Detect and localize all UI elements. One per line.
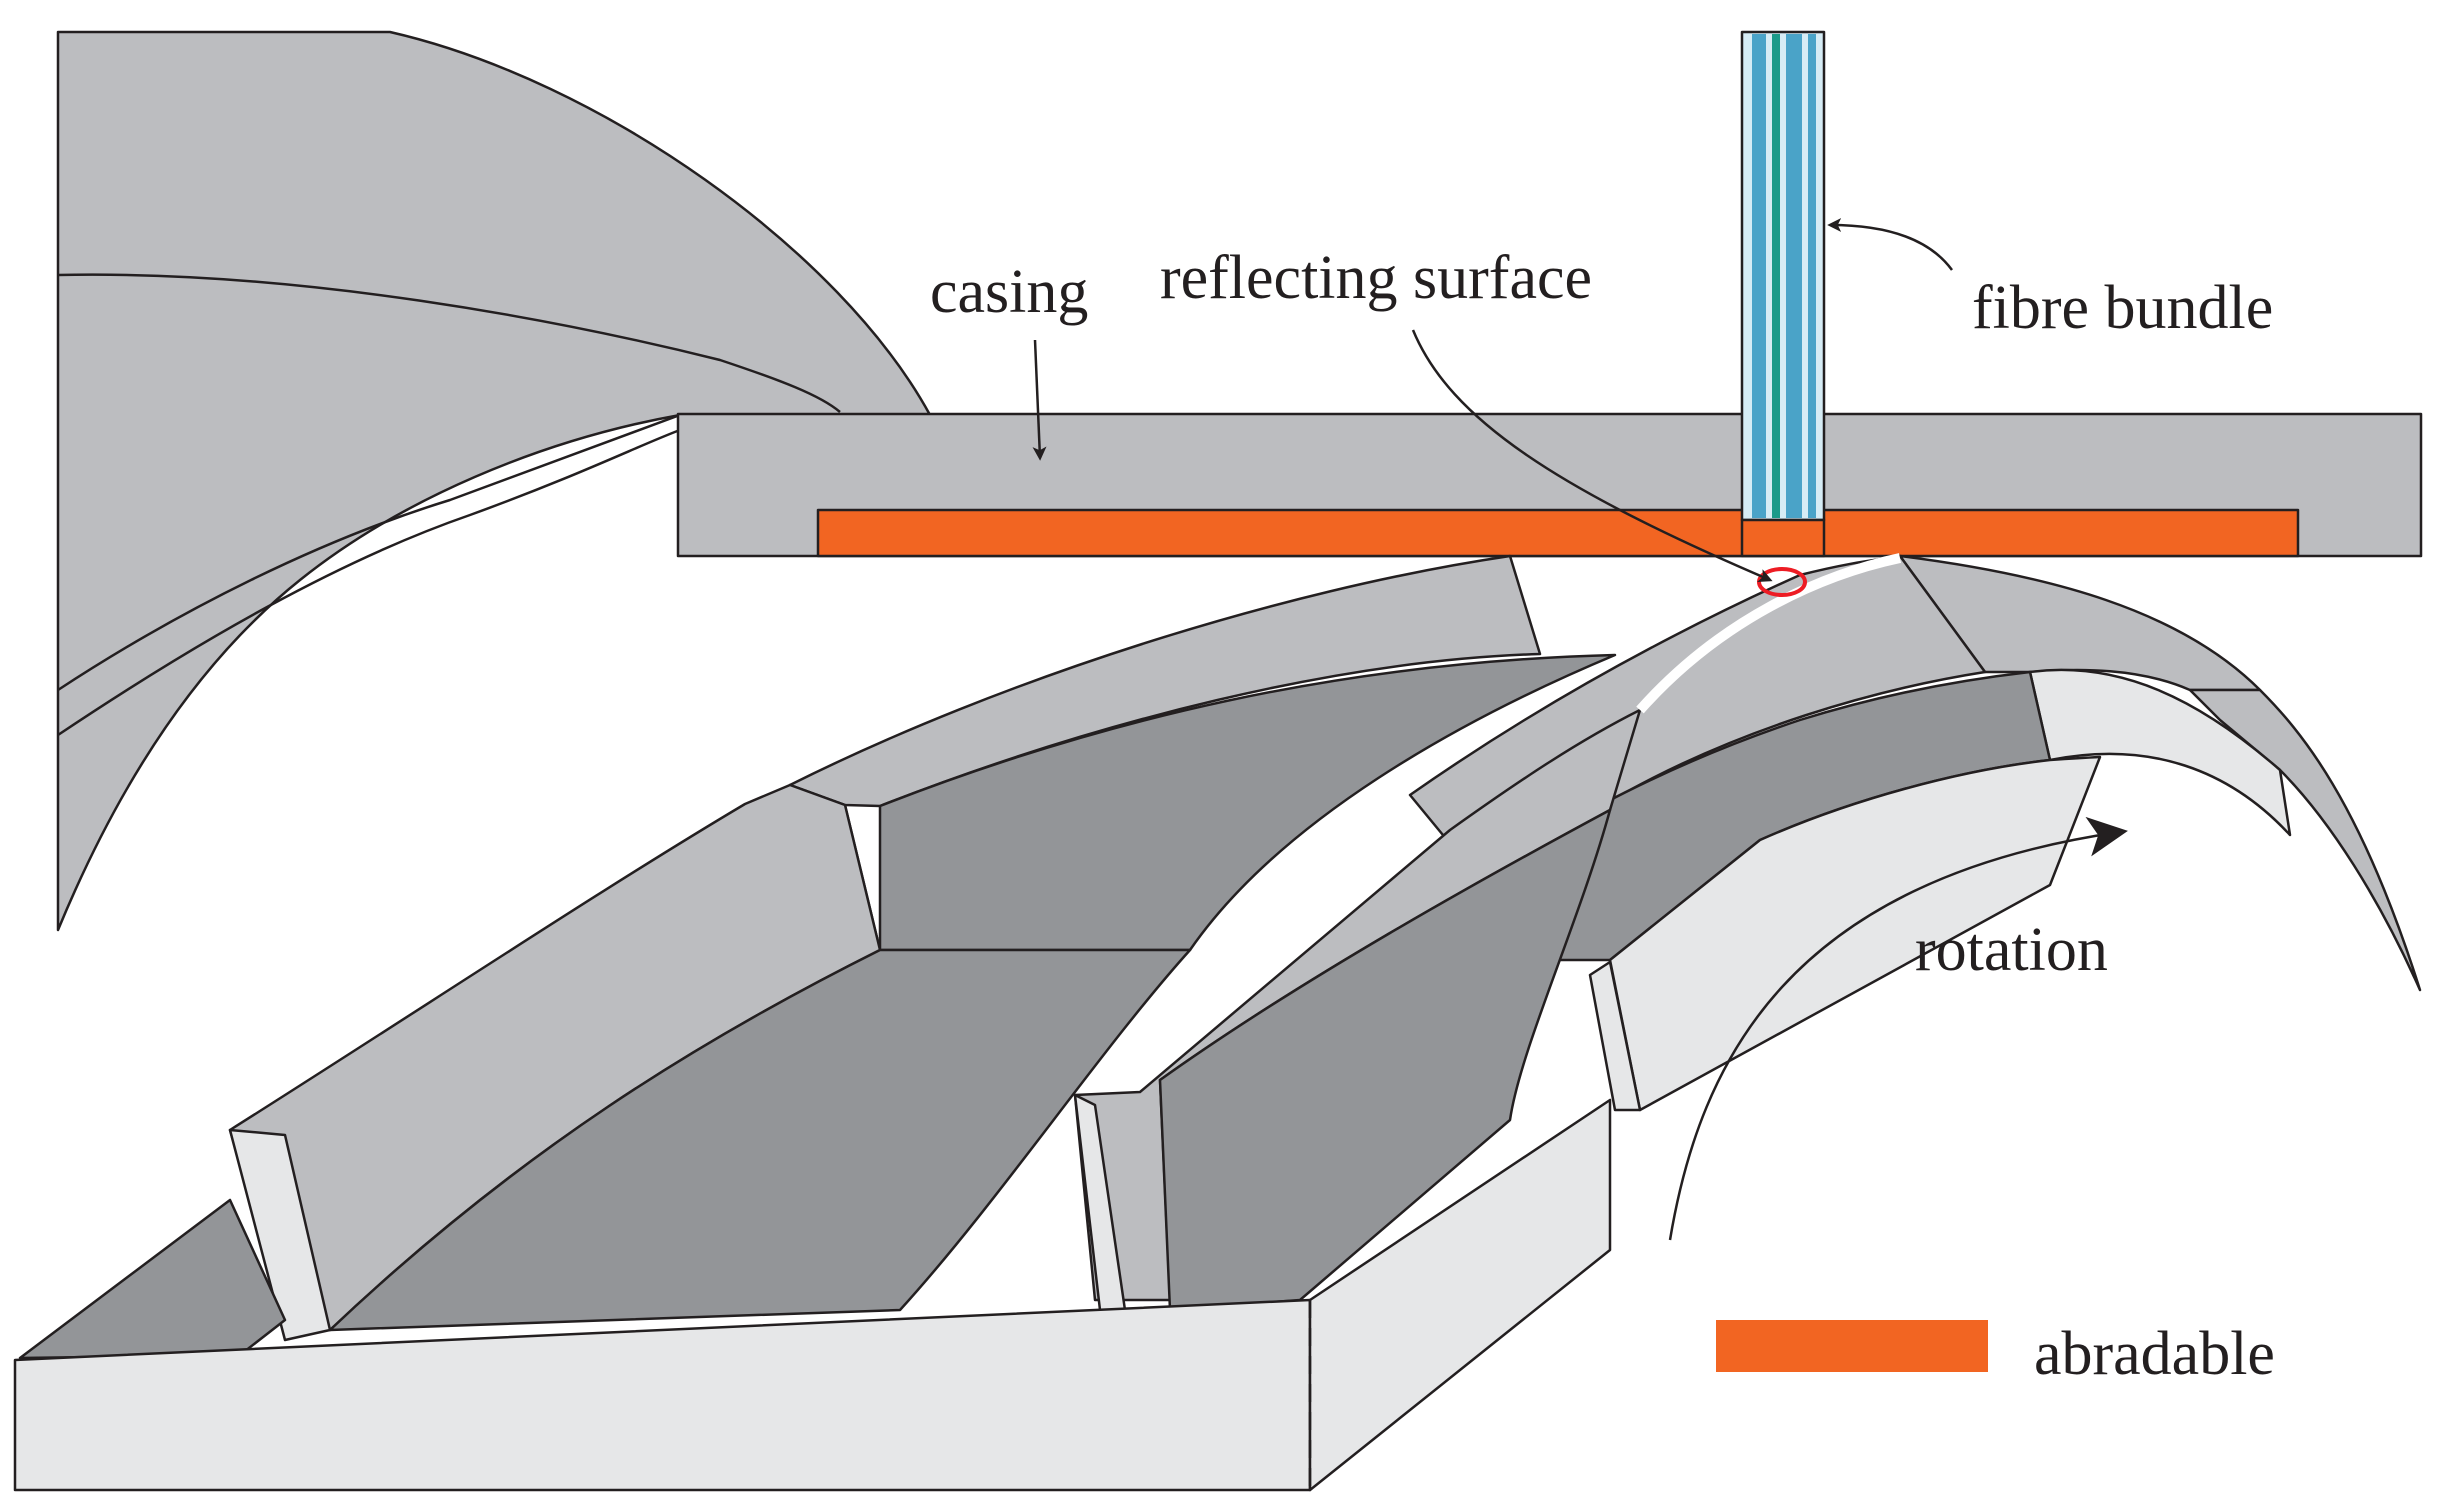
annotation-arrows (1032, 218, 2128, 1241)
upstream-duct (56, 30, 932, 932)
arrow-down-icon (1032, 339, 1047, 461)
casing-label: casing (930, 258, 1088, 326)
abradable-legend-label: abradable (2034, 1320, 2275, 1388)
abradable-strip (816, 508, 2300, 558)
curved-arrow-left-icon (1827, 218, 1954, 271)
curved-arrow-icon (1411, 329, 1773, 583)
fibre-bundle (1740, 30, 1826, 558)
rotation-label: rotation (1915, 916, 2108, 984)
reflecting-surface-label: reflecting surface (1160, 244, 1592, 312)
rotor-blades (13, 553, 2422, 1492)
fibre-bundle-label: fibre bundle (1972, 274, 2273, 342)
rotation-arrow-icon (1668, 816, 2128, 1241)
abradable-legend-swatch (1716, 1320, 1988, 1372)
